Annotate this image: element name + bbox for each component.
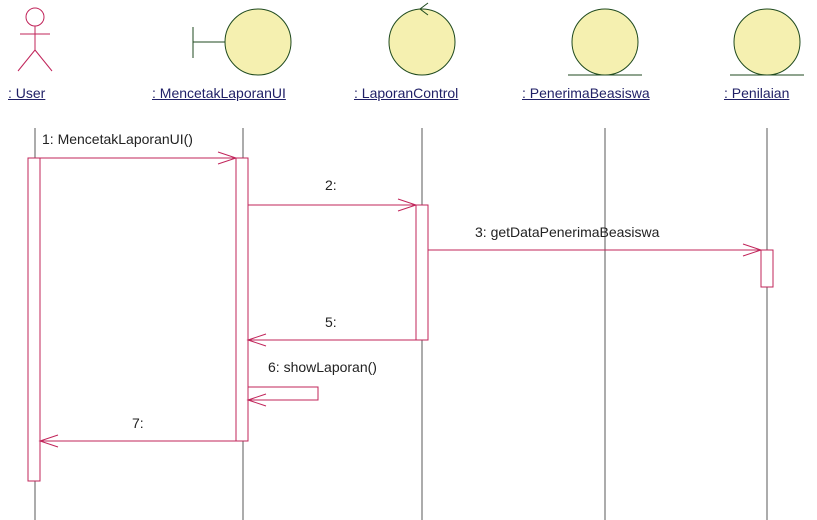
participant-label-control: : LaporanControl (354, 85, 459, 101)
message-3-arrow (428, 243, 763, 257)
activation-ui (235, 157, 249, 442)
message-7-label: 7: (132, 415, 144, 431)
boundary-object-icon (192, 8, 292, 76)
activation-user (27, 157, 41, 482)
message-7-arrow (38, 434, 236, 448)
message-2-label: 2: (325, 177, 337, 193)
message-1-label: 1: MencetakLaporanUI() (42, 131, 193, 147)
actor-user-icon (17, 7, 53, 72)
participant-label-penilaian: : Penilaian (724, 85, 790, 101)
activation-control (415, 204, 429, 341)
participant-label-user: : User (8, 85, 46, 101)
message-3-label: 3: getDataPenerimaBeasiswa (475, 224, 660, 240)
message-5-arrow (246, 333, 416, 347)
message-2-arrow (248, 198, 418, 212)
participant-label-ui: : MencetakLaporanUI (152, 85, 286, 101)
activation-penilaian (760, 249, 774, 288)
entity-penerima-icon (568, 8, 642, 76)
message-5-label: 5: (325, 314, 337, 330)
control-object-icon (388, 2, 456, 76)
message-6-arrow (246, 386, 319, 407)
entity-penilaian-icon (730, 8, 804, 76)
message-6-label: 6: showLaporan() (268, 359, 377, 375)
message-1-arrow (40, 151, 238, 165)
participant-label-penerima: : PenerimaBeasiswa (522, 85, 650, 101)
